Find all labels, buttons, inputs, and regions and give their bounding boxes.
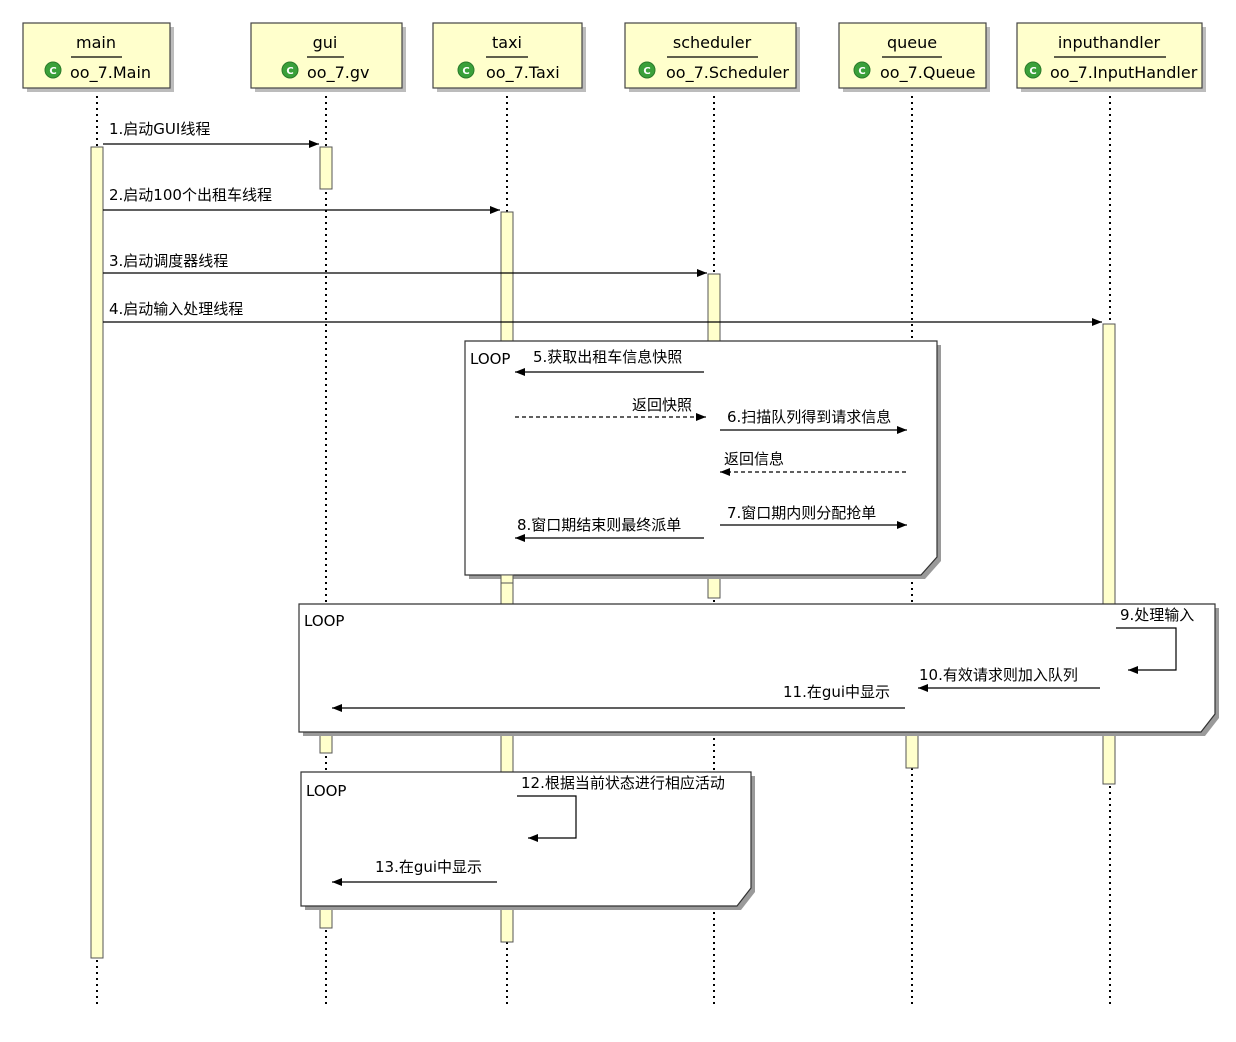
participant-taxi: taxi C oo_7.Taxi [432, 22, 586, 92]
participant-scheduler-class: oo_7.Scheduler [666, 63, 789, 83]
loop-frame-2-label: LOOP [304, 612, 344, 630]
participant-taxi-class: oo_7.Taxi [486, 63, 560, 83]
participant-gui-class: oo_7.gv [307, 63, 369, 83]
message-label-6: 6.扫描队列得到请求信息 [727, 408, 891, 426]
message-label-7: 7.窗口期内则分配抢单 [727, 504, 876, 522]
message-label-return-snapshot: 返回快照 [632, 396, 692, 414]
participant-main-class: oo_7.Main [70, 63, 151, 83]
participant-queue-name: queue [887, 33, 937, 52]
participant-gui: gui C oo_7.gv [250, 22, 406, 92]
participant-gui-name: gui [313, 33, 338, 52]
message-label-8: 8.窗口期结束则最终派单 [517, 516, 681, 534]
message-label-return-info: 返回信息 [724, 450, 784, 468]
participant-inputhandler: inputhandler C oo_7.InputHandler [1016, 22, 1206, 92]
message-label-5: 5.获取出租车信息快照 [533, 348, 682, 366]
svg-text:C: C [49, 66, 56, 77]
class-icon [853, 61, 871, 79]
loop-frame-3: LOOP [300, 771, 755, 910]
class-icon [281, 61, 299, 79]
participant-main-name: main [76, 33, 116, 52]
svg-text:C: C [643, 66, 650, 77]
message-label-4: 4.启动输入处理线程 [109, 300, 243, 318]
class-icon [638, 61, 656, 79]
activation-main [90, 146, 104, 959]
participant-inputhandler-class: oo_7.InputHandler [1050, 63, 1198, 83]
participant-taxi-name: taxi [492, 33, 522, 52]
loop-frame-3-label: LOOP [306, 782, 346, 800]
loop-frame-1: LOOP [464, 340, 941, 584]
svg-text:C: C [858, 66, 865, 77]
loop-frame-1-label: LOOP [470, 350, 510, 368]
message-label-9: 9.处理输入 [1120, 606, 1194, 624]
message-label-11: 11.在gui中显示 [783, 683, 890, 701]
participant-inputhandler-name: inputhandler [1058, 33, 1161, 52]
activation-gui-1 [319, 146, 333, 190]
class-icon [457, 61, 475, 79]
message-arrow-12 [517, 795, 577, 842]
svg-text:C: C [462, 66, 469, 77]
svg-text:C: C [1029, 66, 1036, 77]
message-label-3: 3.启动调度器线程 [109, 252, 228, 270]
activation-queue [905, 732, 919, 769]
svg-text:C: C [286, 66, 293, 77]
message-arrow-9 [1116, 627, 1177, 674]
participant-scheduler: scheduler C oo_7.Scheduler [624, 22, 800, 92]
class-icon [44, 61, 62, 79]
message-label-10: 10.有效请求则加入队列 [919, 666, 1078, 684]
class-icon [1024, 61, 1042, 79]
message-label-2: 2.启动100个出租车线程 [109, 186, 272, 204]
participant-main: main C oo_7.Main [22, 22, 174, 92]
message-label-1: 1.启动GUI线程 [109, 120, 210, 138]
participant-queue: queue C oo_7.Queue [838, 22, 990, 92]
loop-frame-2: LOOP [298, 603, 1219, 736]
participant-queue-class: oo_7.Queue [880, 63, 975, 83]
message-label-12: 12.根据当前状态进行相应活动 [521, 774, 725, 792]
messages: 1.启动GUI线程 2.启动100个出租车线程 3.启动调度器线程 4.启动输入… [103, 120, 1194, 886]
participant-scheduler-name: scheduler [673, 33, 752, 52]
message-label-13: 13.在gui中显示 [375, 858, 482, 876]
